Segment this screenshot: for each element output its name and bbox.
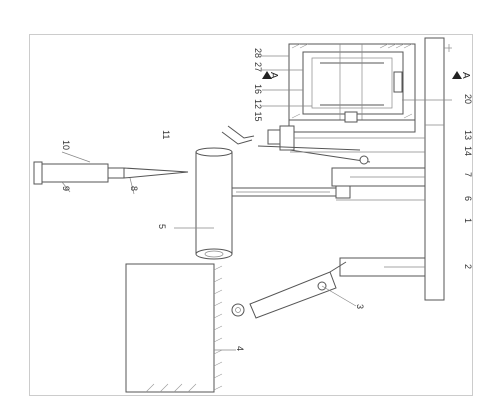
section-arrow-left-icon: [262, 71, 272, 79]
callout-4: 4: [235, 346, 245, 352]
callout-28: 28: [253, 48, 263, 59]
callout-13: 13: [463, 130, 473, 141]
callout-5: 5: [157, 224, 167, 230]
callout-6: 6: [463, 196, 473, 202]
callout-10: 10: [61, 140, 71, 151]
roller-cylinder: [174, 147, 233, 260]
callout-14: 14: [463, 146, 473, 157]
section-mark-right: A: [460, 72, 471, 79]
frame-column: [424, 37, 452, 301]
drawing-frame: [29, 34, 473, 396]
callout-20: 20: [463, 94, 473, 105]
top-box-assembly: [262, 43, 452, 133]
callout-2: 2: [463, 264, 473, 270]
callout-8: 8: [129, 186, 139, 192]
horizontal-rod: [231, 187, 425, 201]
pivot-bracket: [221, 125, 425, 165]
lower-linkage: [231, 257, 426, 319]
callout-11: 11: [161, 130, 171, 140]
slider-block: [331, 167, 426, 199]
callout-27: 27: [253, 62, 263, 73]
callout-12-15: 12 15: [253, 99, 263, 122]
base-block: [125, 263, 236, 393]
section-mark-left: A: [268, 72, 279, 79]
callout-1: 1: [463, 218, 473, 224]
callout-3: 3: [355, 304, 365, 310]
pen-assembly: [33, 151, 189, 195]
callout-7: 7: [463, 172, 473, 178]
callout-9: 9: [61, 186, 71, 192]
callout-16: 16: [253, 84, 263, 95]
section-arrow-right-icon: [452, 71, 462, 79]
